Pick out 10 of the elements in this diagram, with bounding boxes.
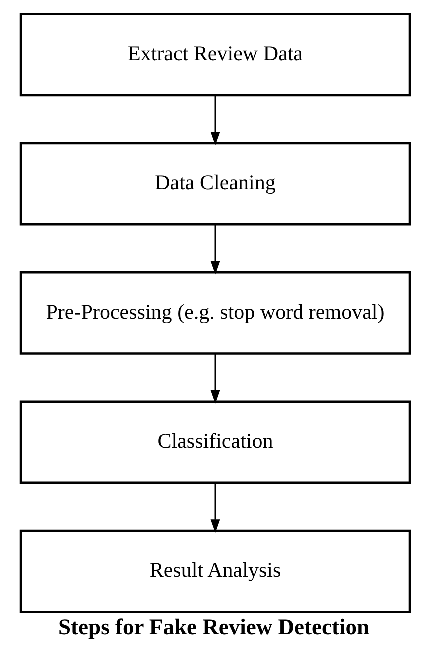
arrow bbox=[210, 354, 220, 404]
arrow bbox=[210, 224, 220, 275]
node-box: Data Cleaning bbox=[20, 142, 412, 226]
arrow bbox=[210, 96, 220, 146]
node-box: Pre-Processing (e.g. stop word removal) bbox=[20, 272, 412, 355]
arrow bbox=[210, 483, 220, 534]
caption: Steps for Fake Review Detection bbox=[58, 614, 370, 640]
node-box: Result Analysis bbox=[20, 530, 412, 614]
node-box: Extract Review Data bbox=[20, 13, 412, 97]
node-box: Classification bbox=[20, 400, 412, 484]
